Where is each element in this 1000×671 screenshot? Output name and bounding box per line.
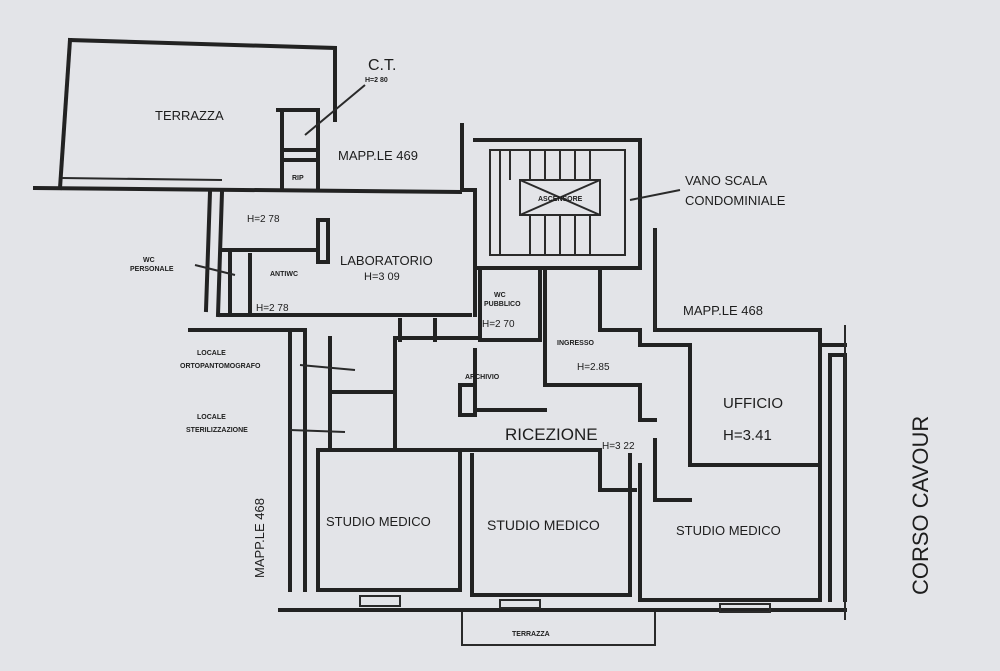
lab-height: H=3 09 xyxy=(364,271,400,283)
terrace-bottom-label: TERRAZZA xyxy=(512,631,550,638)
wc-staff-label: WC xyxy=(143,257,155,264)
steril-label-2: STERILIZZAZIONE xyxy=(186,427,248,434)
rip-label: RIP xyxy=(292,175,304,182)
mapp468-right-label: MAPP.LE 468 xyxy=(683,303,763,318)
corridor-height: H=2 78 xyxy=(247,214,280,225)
stair-label: VANO SCALA xyxy=(685,173,767,188)
elevator-label: ASCENSORE xyxy=(538,196,583,203)
wc-public-height: H=2 70 xyxy=(482,319,515,330)
stair-label-2: CONDOMINIALE xyxy=(685,193,786,208)
studio-3-label: STUDIO MEDICO xyxy=(676,523,781,538)
archive-label: ARCHIVIO xyxy=(465,374,500,381)
entrance-height: H=2.85 xyxy=(577,362,610,373)
mapp468-left-label: MAPP.LE 468 xyxy=(252,498,267,578)
ct-height: H=2 80 xyxy=(365,77,388,84)
antiwc-height: H=2 78 xyxy=(256,303,289,314)
lab-label: LABORATORIO xyxy=(340,253,433,268)
reception-label: RICEZIONE xyxy=(505,425,598,444)
office-height: H=3.41 xyxy=(723,427,772,444)
wc-public-label-2: PUBBLICO xyxy=(484,301,521,308)
entrance-label: INGRESSO xyxy=(557,340,595,347)
labels: TERRAZZA C.T. H=2 80 RIP MAPP.LE 469 VAN… xyxy=(130,57,933,638)
steril-label: LOCALE xyxy=(197,414,226,421)
antiwc-label: ANTIWC xyxy=(270,271,298,278)
ortho-label-2: ORTOPANTOMOGRAFO xyxy=(180,363,261,370)
office-label: UFFICIO xyxy=(723,395,783,412)
reception-height: H=3 22 xyxy=(602,441,635,452)
studio-1-label: STUDIO MEDICO xyxy=(326,514,431,529)
studio-2-label: STUDIO MEDICO xyxy=(487,517,600,533)
street-label: CORSO CAVOUR xyxy=(908,416,933,595)
terrace-top-label: TERRAZZA xyxy=(155,108,224,123)
ortho-label: LOCALE xyxy=(197,350,226,357)
wc-staff-label-2: PERSONALE xyxy=(130,266,174,273)
ct-label: C.T. xyxy=(368,57,396,74)
walls xyxy=(32,37,847,646)
wc-public-label: WC xyxy=(494,292,506,299)
mapp469-label: MAPP.LE 469 xyxy=(338,148,418,163)
